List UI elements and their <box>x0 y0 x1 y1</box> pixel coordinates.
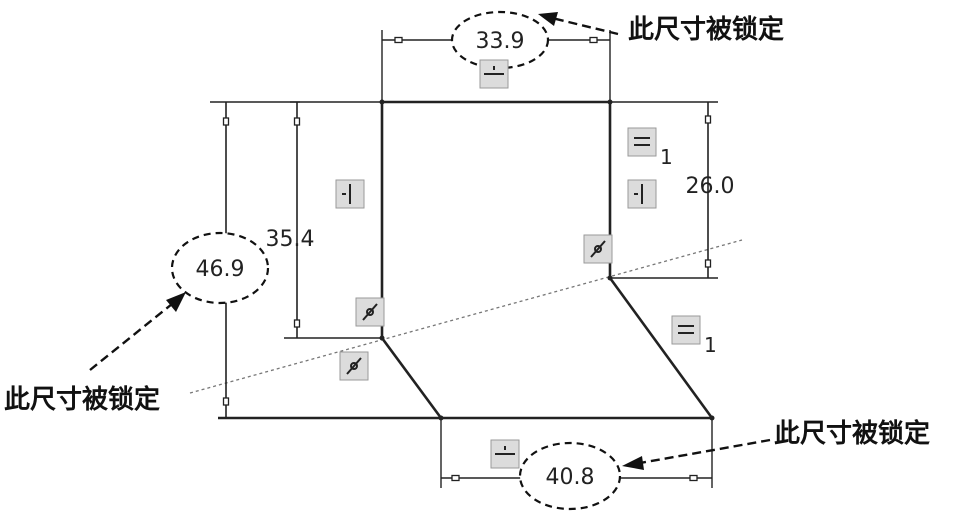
leader-left <box>89 292 186 371</box>
dim-left-inner[interactable]: 35.4 <box>266 227 315 252</box>
annotation-left: 此尺寸被锁定 <box>4 384 160 415</box>
vertical-constraint-icon <box>627 179 657 209</box>
horizontal-constraint-icon <box>490 439 520 469</box>
equal-constraint-icon <box>627 127 657 157</box>
annotation-top-right: 此尺寸被锁定 <box>628 14 784 45</box>
equal-constraint-index: 1 <box>660 145 673 169</box>
extension-lines <box>210 30 718 488</box>
point-on-line-constraint-icon <box>339 351 369 381</box>
leader-bottom <box>622 438 771 470</box>
equal-constraint-icon <box>671 315 701 345</box>
point-on-line-constraint-icon <box>355 297 385 327</box>
locked-dim-ellipse-bottom <box>518 441 622 511</box>
vertical-constraint-icon <box>335 179 365 209</box>
dim-bottom[interactable]: 40.8 <box>546 465 595 490</box>
centerline <box>189 239 743 394</box>
dim-left-outer[interactable]: 46.9 <box>196 257 245 282</box>
dimension-lines <box>222 36 712 482</box>
leader-top <box>538 12 619 36</box>
dim-top[interactable]: 33.9 <box>476 29 525 54</box>
point-on-line-constraint-icon <box>583 234 613 264</box>
annotation-bottom-right: 此尺寸被锁定 <box>774 418 930 449</box>
locked-dim-ellipse-left <box>170 231 270 305</box>
dim-right[interactable]: 26.0 <box>686 174 735 199</box>
equal-constraint-index: 1 <box>704 333 717 357</box>
horizontal-constraint-icon <box>479 59 509 89</box>
